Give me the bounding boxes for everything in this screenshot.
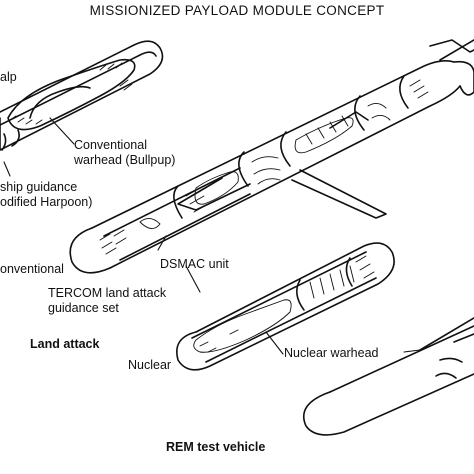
missile-body-internals [99, 79, 429, 255]
middle-module [176, 242, 395, 371]
label-tercom-line1: TERCOM land attack [48, 286, 167, 300]
upper-left-module [0, 40, 164, 151]
label-dsmac-unit: DSMAC unit [160, 257, 229, 271]
label-land-attack: Land attack [30, 337, 100, 351]
diagram-title: MISSIONIZED PAYLOAD MODULE CONCEPT [89, 3, 385, 18]
label-conventional-warhead-line1: Conventional [74, 138, 147, 152]
leader-lines [3, 117, 421, 355]
rem-test-vehicle [302, 317, 474, 436]
label-nuclear: Nuclear [128, 358, 172, 372]
label-conventional-side: onventional [0, 262, 64, 276]
missile-body [69, 39, 474, 274]
label-alp: alp [0, 70, 17, 84]
label-antiship-guidance-line2: odified Harpoon) [0, 195, 93, 209]
label-rem-test-vehicle: REM test vehicle [166, 440, 266, 454]
label-conventional-warhead-line2: warhead (Bullpup) [74, 153, 176, 167]
label-tercom-line2: guidance set [48, 301, 119, 315]
middle-module-internals [193, 255, 375, 353]
label-nuclear-warhead: Nuclear warhead [284, 346, 379, 360]
upper-left-module-hatching [9, 62, 133, 125]
label-antiship-guidance-line1: ship guidance [0, 180, 78, 194]
